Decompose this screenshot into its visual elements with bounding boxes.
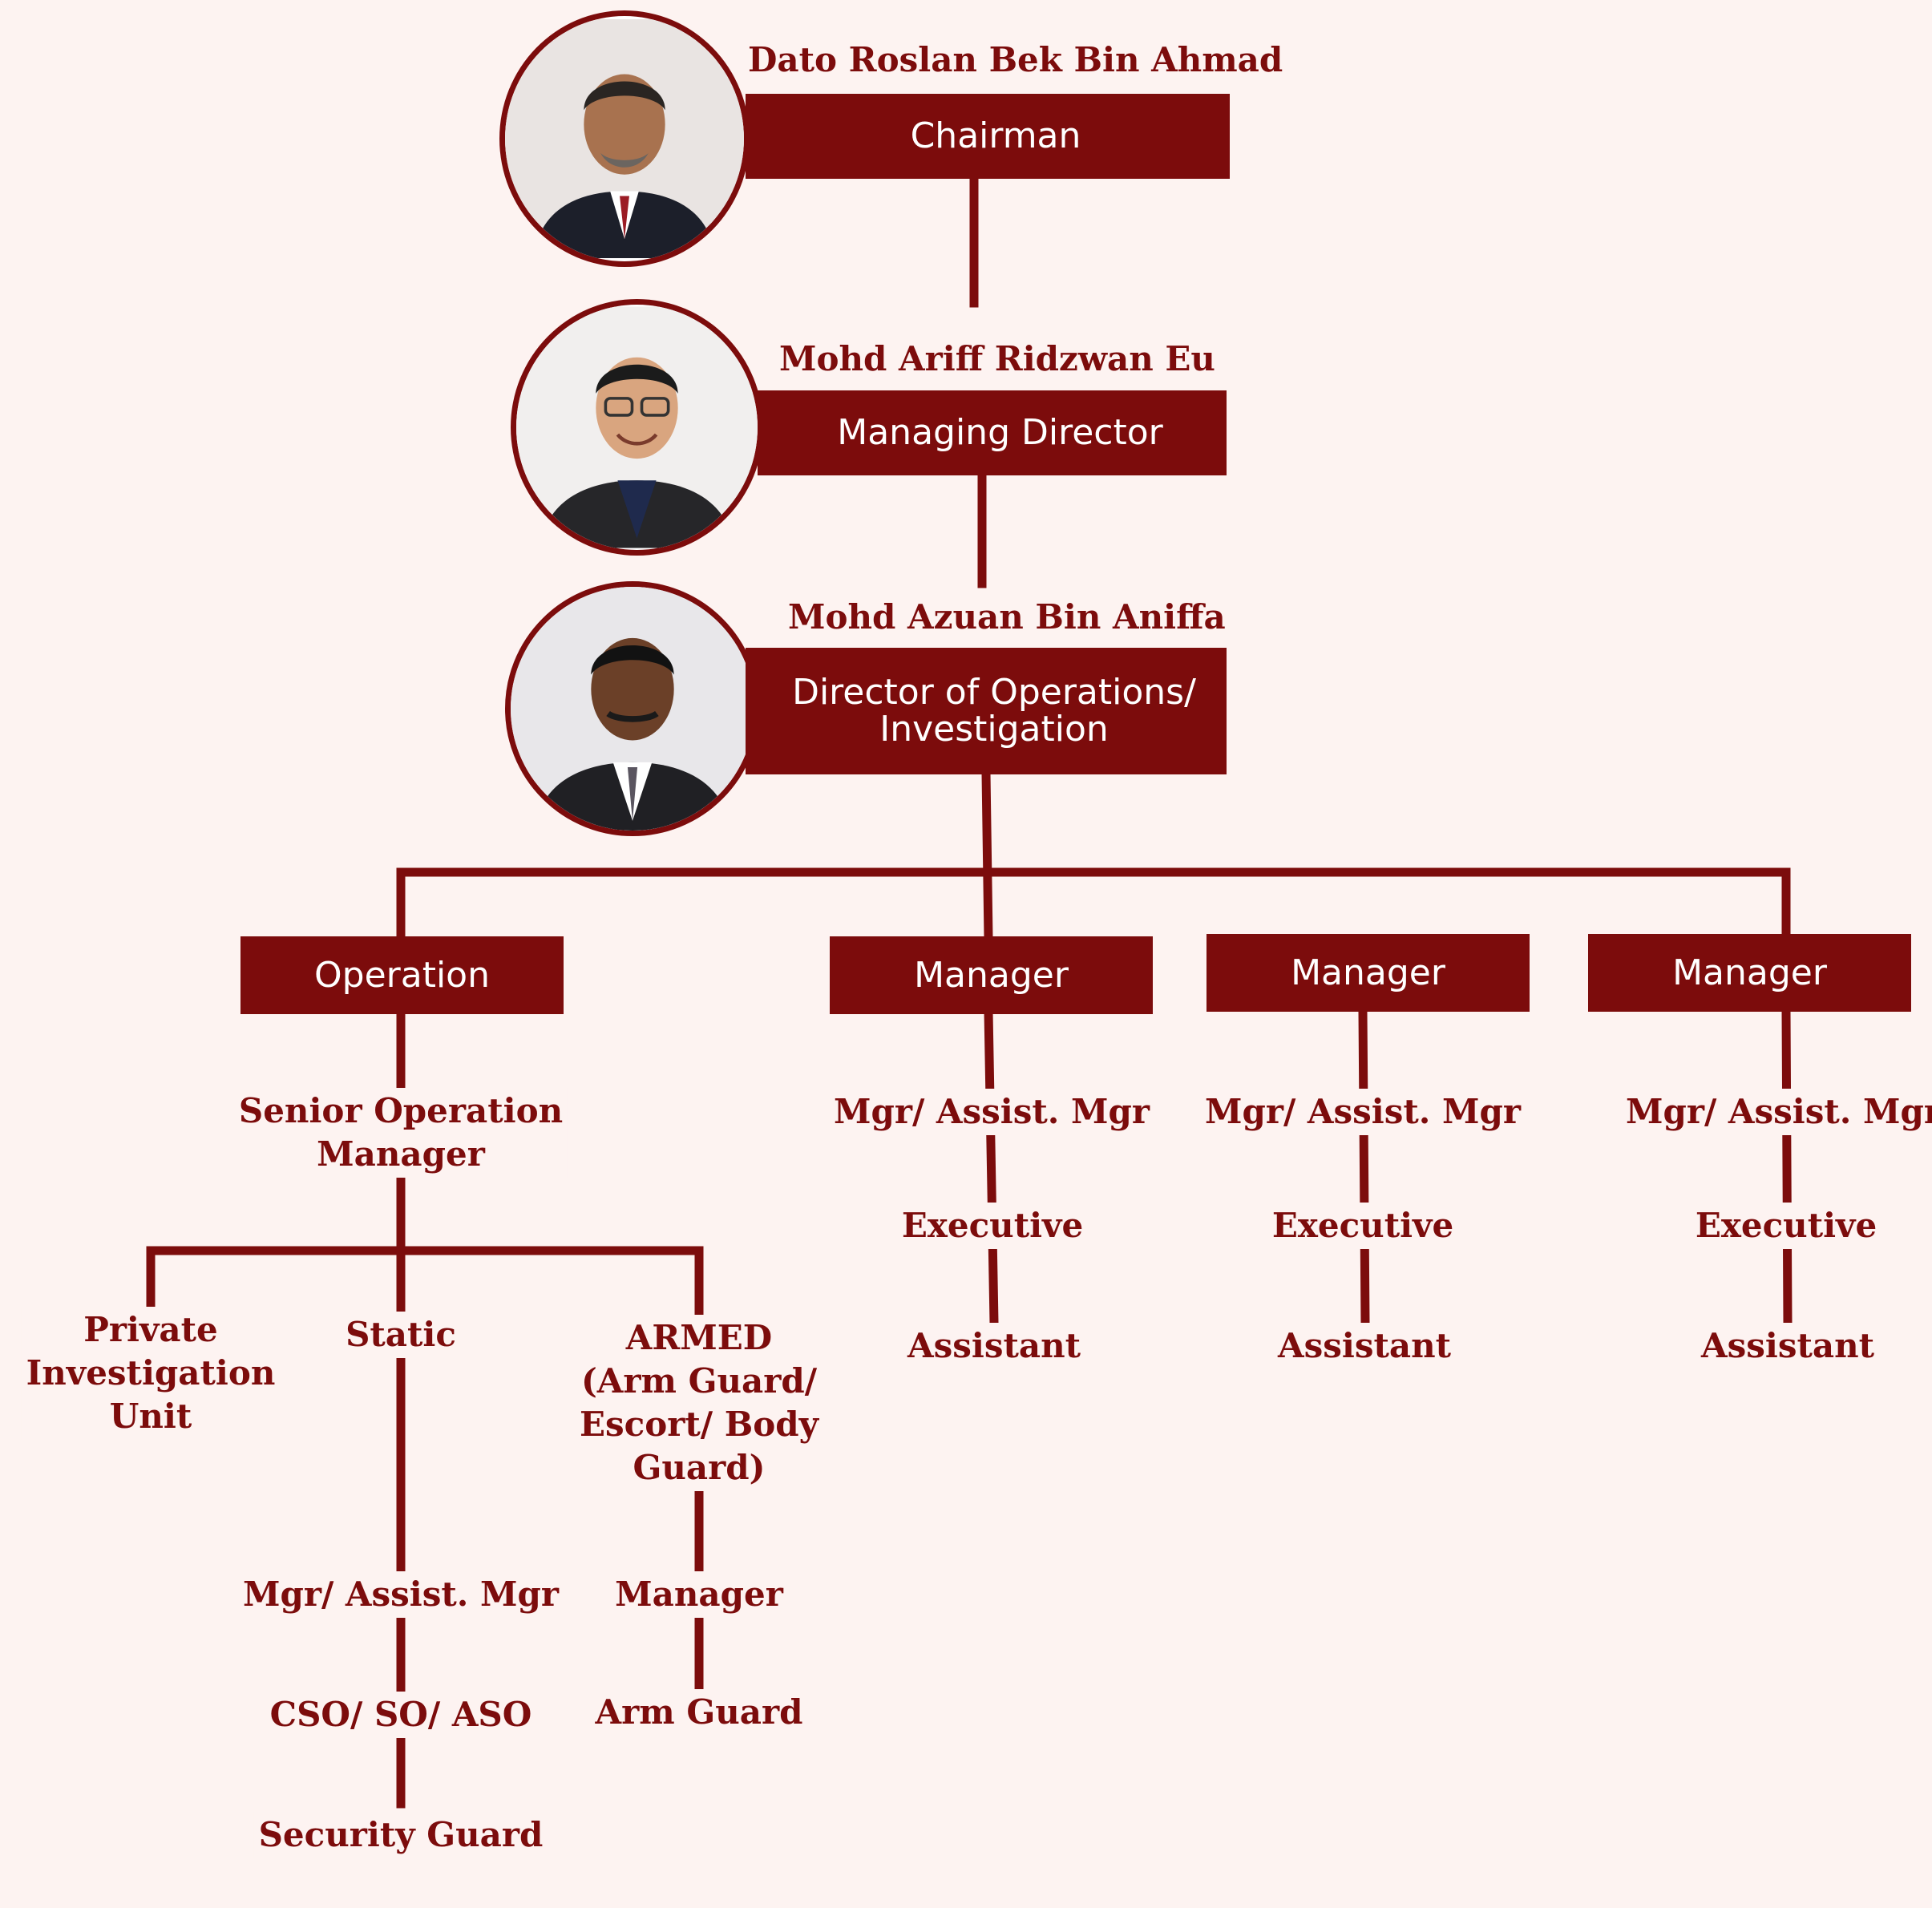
armed-line4: Guard) bbox=[633, 1448, 766, 1487]
manager2-mgr-assist-label: Mgr/ Assist. Mgr bbox=[1199, 1089, 1526, 1135]
director-operations-role-box: Director of Operations/ Investigation bbox=[746, 648, 1227, 774]
chairman-role: Chairman bbox=[910, 115, 1081, 156]
operation-title: Operation bbox=[314, 954, 490, 996]
manager1-executive-label: Executive bbox=[896, 1203, 1089, 1249]
armed-line1: ARMED bbox=[625, 1318, 773, 1357]
managing-director-name: Mohd Ariff Ridzwan Eu bbox=[779, 339, 1215, 378]
chairman-role-box: Chairman bbox=[746, 94, 1230, 179]
static-security-guard-label: Security Guard bbox=[253, 1812, 548, 1858]
director-operations-name: Mohd Azuan Bin Aniffa bbox=[788, 597, 1226, 637]
director-operations-role-line2: Investigation bbox=[879, 709, 1109, 750]
person-portrait-icon bbox=[505, 19, 744, 258]
manager-title-1: Manager bbox=[914, 954, 1069, 996]
static-mgr-assist-label: Mgr/ Assist. Mgr bbox=[237, 1571, 564, 1618]
director-operations-role-line1: Director of Operations/ bbox=[792, 672, 1196, 713]
manager-title-2: Manager bbox=[1291, 952, 1445, 993]
armed-line3: Escort/ Body bbox=[579, 1405, 819, 1444]
senior-operation-manager-label: Senior Operation Manager bbox=[233, 1088, 568, 1178]
static-unit-label: Static bbox=[341, 1312, 461, 1358]
connector-director-down bbox=[981, 769, 993, 943]
manager1-assistant-label: Assistant bbox=[902, 1323, 1086, 1369]
operation-box: Operation bbox=[240, 936, 564, 1014]
armed-arm-guard-label: Arm Guard bbox=[590, 1689, 808, 1736]
connector-manager3-chain bbox=[1781, 1007, 1793, 1328]
senior-operation-manager-line2: Manager bbox=[317, 1134, 485, 1174]
manager1-mgr-assist-label: Mgr/ Assist. Mgr bbox=[828, 1089, 1155, 1135]
armed-manager-label: Manager bbox=[610, 1571, 788, 1618]
armed-line2: (Arm Guard/ bbox=[580, 1361, 818, 1401]
private-investigation-line1: Private bbox=[83, 1310, 218, 1349]
director-operations-photo bbox=[505, 581, 760, 836]
person-portrait-icon bbox=[511, 587, 754, 831]
manager2-executive-label: Executive bbox=[1267, 1203, 1459, 1249]
senior-operation-manager-line1: Senior Operation bbox=[238, 1091, 564, 1130]
static-cso-so-aso-label: CSO/ SO/ ASO bbox=[265, 1692, 537, 1738]
armed-unit-label: ARMED (Arm Guard/ Escort/ Body Guard) bbox=[574, 1315, 824, 1491]
connector-manager1-chain bbox=[984, 1007, 999, 1328]
manager-title-3: Manager bbox=[1672, 952, 1827, 993]
private-investigation-line2: Investigation bbox=[26, 1353, 276, 1393]
manager3-executive-label: Executive bbox=[1690, 1203, 1882, 1249]
manager2-assistant-label: Assistant bbox=[1272, 1323, 1457, 1369]
manager3-assistant-label: Assistant bbox=[1696, 1323, 1880, 1369]
managing-director-photo bbox=[511, 299, 763, 556]
manager-box-1: Manager bbox=[830, 936, 1153, 1014]
managing-director-role-box: Managing Director bbox=[758, 390, 1227, 475]
manager3-mgr-assist-label: Mgr/ Assist. Mgr bbox=[1620, 1089, 1932, 1135]
manager-box-2: Manager bbox=[1206, 934, 1530, 1012]
private-investigation-unit-label: Private Investigation Unit bbox=[21, 1307, 281, 1440]
manager-box-3: Manager bbox=[1588, 934, 1911, 1012]
chairman-name: Dato Roslan Bek Bin Ahmad bbox=[748, 40, 1283, 79]
person-portrait-icon bbox=[516, 306, 758, 548]
managing-director-role: Managing Director bbox=[837, 412, 1163, 453]
chairman-photo bbox=[499, 10, 750, 267]
connector-manager2-chain bbox=[1358, 1007, 1370, 1328]
private-investigation-line3: Unit bbox=[109, 1397, 192, 1436]
